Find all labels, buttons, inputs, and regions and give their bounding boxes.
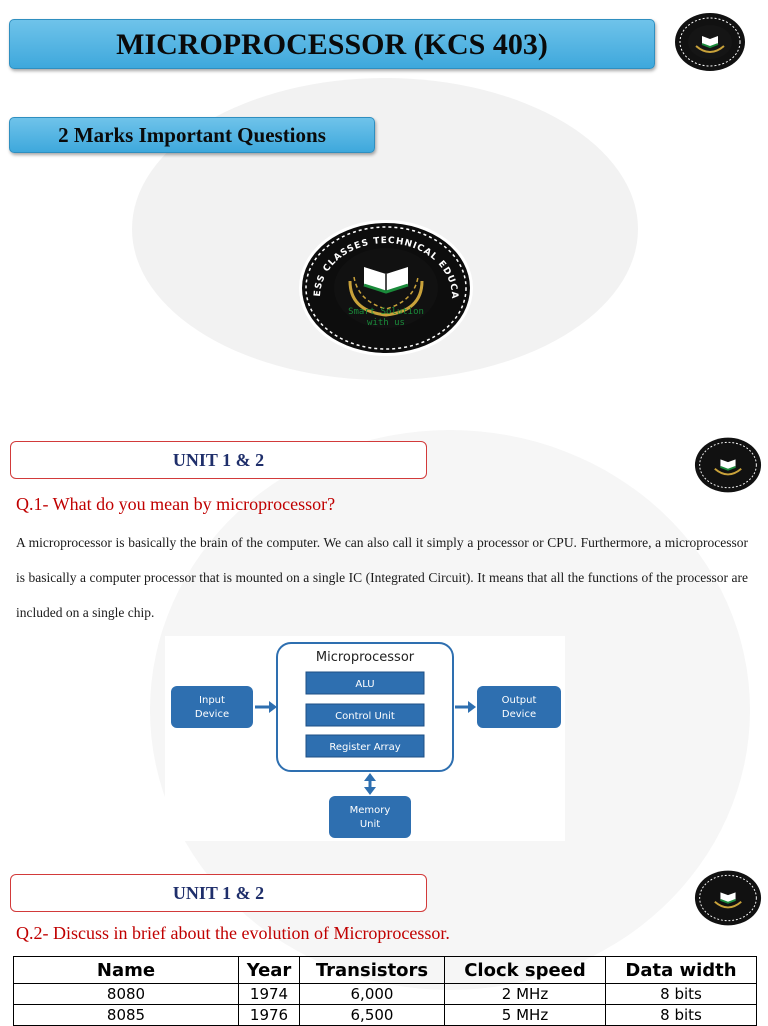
institute-seal-icon: SUCCESS CLASSES TECHNICAL EDUCATION Smar…	[298, 219, 473, 356]
unit-label: UNIT 1 & 2	[10, 874, 427, 912]
cell-year: 1976	[238, 1004, 300, 1026]
output-device-block	[477, 686, 561, 728]
column-header-year: Year	[238, 956, 300, 984]
institute-logo-icon	[694, 437, 762, 493]
input-device-label-1: Input	[199, 695, 225, 706]
memory-unit-label-1: Memory	[350, 805, 391, 816]
evolution-table: Name Year Transistors Clock speed Data w…	[13, 956, 757, 1026]
section-subtitle: 2 Marks Important Questions	[9, 117, 375, 153]
cell-name: 8085	[13, 1004, 239, 1026]
column-header-name: Name	[13, 956, 239, 984]
microprocessor-block-diagram: Microprocessor ALU Control Unit Register…	[165, 636, 565, 841]
institute-logo-icon	[675, 13, 745, 71]
input-device-block	[171, 686, 253, 728]
cell-name: 8080	[13, 983, 239, 1005]
alu-block	[305, 671, 425, 695]
memory-unit-block	[329, 796, 411, 838]
control-unit-label: Control Unit	[335, 711, 395, 722]
page-title: MICROPROCESSOR (KCS 403)	[9, 19, 655, 69]
input-arrow-icon	[255, 701, 277, 713]
output-arrow-icon	[455, 701, 476, 713]
output-device-label-2: Device	[502, 709, 536, 720]
column-header-data-width: Data width	[605, 956, 757, 984]
cell-year: 1974	[238, 983, 300, 1005]
institute-logo-icon	[694, 870, 762, 926]
seal-tagline-1: Smart Solution	[348, 307, 424, 317]
unit-label: UNIT 1 & 2	[10, 441, 427, 479]
cell-data-width: 8 bits	[605, 1004, 757, 1026]
cell-transistors: 6,000	[299, 983, 445, 1005]
memory-unit-label-2: Unit	[360, 819, 380, 830]
cell-clock-speed: 5 MHz	[444, 1004, 606, 1026]
answer-1: A microprocessor is basically the brain …	[16, 535, 748, 620]
cell-clock-speed: 2 MHz	[444, 983, 606, 1005]
question-1: Q.1- What do you mean by microprocessor?	[16, 494, 336, 514]
column-header-clock-speed: Clock speed	[444, 956, 606, 984]
memory-bidirectional-arrow-icon	[364, 773, 376, 795]
register-array-block	[305, 734, 425, 758]
table-header-row: Name Year Transistors Clock speed Data w…	[13, 956, 757, 984]
column-header-transistors: Transistors	[299, 956, 445, 984]
diagram-title: Microprocessor	[316, 650, 415, 665]
input-device-label-2: Device	[195, 709, 229, 720]
cell-transistors: 6,500	[299, 1004, 445, 1026]
output-device-label-1: Output	[502, 695, 537, 706]
table-row: 8085 1976 6,500 5 MHz 8 bits	[13, 1004, 757, 1026]
table-row: 8080 1974 6,000 2 MHz 8 bits	[13, 983, 757, 1005]
seal-tagline-2: with us	[367, 318, 405, 328]
question-2: Q.2- Discuss in brief about the evolutio…	[16, 923, 450, 943]
cell-data-width: 8 bits	[605, 983, 757, 1005]
control-unit-block	[305, 703, 425, 727]
register-array-label: Register Array	[329, 742, 400, 753]
alu-label: ALU	[355, 679, 374, 690]
